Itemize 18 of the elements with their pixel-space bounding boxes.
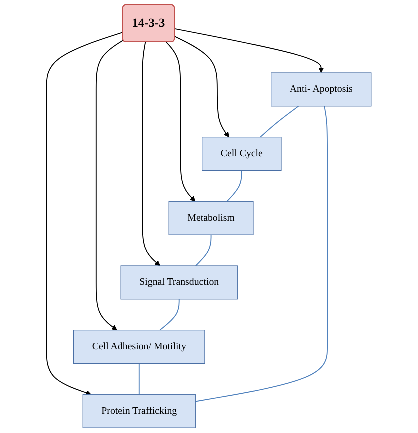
connector	[195, 106, 328, 402]
connector	[195, 234, 212, 266]
connector	[226, 170, 242, 202]
connector	[260, 106, 300, 138]
arrow	[174, 28, 324, 74]
arrow	[174, 36, 230, 138]
node-box: Metabolism	[168, 201, 254, 236]
node-box: Protein Trafficking	[82, 394, 196, 428]
node-box: Anti- Apoptosis	[271, 72, 372, 107]
arrow	[166, 42, 196, 202]
connector	[160, 298, 180, 331]
arrow	[142, 42, 160, 266]
arrow	[46, 32, 124, 396]
node-box: Signal Transduction	[120, 266, 238, 300]
node-box: Cell Cycle	[202, 137, 282, 172]
connector	[138, 363, 140, 396]
node-box: Cell Adhesion/ Motility	[74, 330, 206, 364]
arrow	[96, 40, 124, 331]
